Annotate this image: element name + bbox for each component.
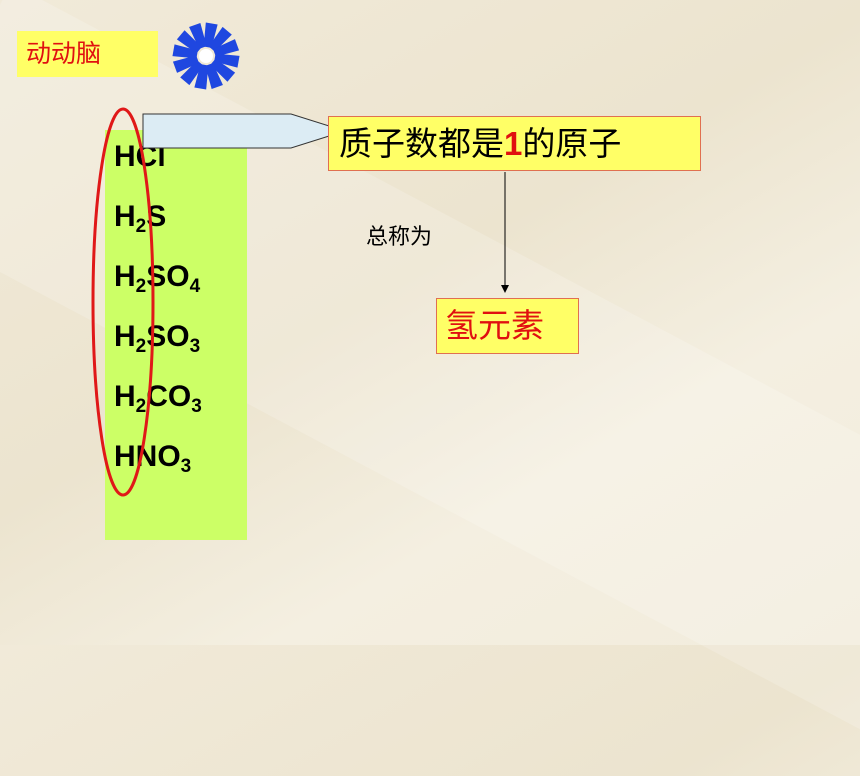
spinner-blade xyxy=(210,58,236,82)
formula-subscript: 2 xyxy=(135,276,147,297)
definition-suffix: 的原子 xyxy=(522,125,622,162)
result-box: 氢元素 xyxy=(436,298,579,354)
formula-h2co3: H2CO3 xyxy=(114,380,202,417)
called-label: 总称为 xyxy=(366,224,433,249)
definition-number: 1 xyxy=(504,125,523,162)
formula-part: H xyxy=(114,320,136,353)
formula-h2so3: H2SO3 xyxy=(114,320,201,357)
formula-subscript: 3 xyxy=(180,456,192,477)
spinner-blade xyxy=(213,39,240,57)
formula-subscript: 3 xyxy=(189,336,201,357)
formula-text: HCl xyxy=(114,140,166,173)
formula-h2s: H2S xyxy=(114,200,167,237)
formula-part: SO xyxy=(146,260,190,293)
definition-prefix: 质子数都是 xyxy=(339,125,504,162)
spinner-blade xyxy=(172,44,198,59)
definition-box: 质子数都是1的原子 xyxy=(328,116,701,171)
formula-hno3: HNO3 xyxy=(114,440,192,477)
formula-h2so4: H2SO4 xyxy=(114,260,201,297)
spinner-blade xyxy=(176,30,202,54)
formula-part: H xyxy=(114,200,136,233)
title-badge: 动动脑 xyxy=(17,31,158,77)
spinner-blade xyxy=(180,60,204,86)
formula-subscript: 2 xyxy=(135,216,147,237)
spinner-blade xyxy=(203,22,218,48)
formula-subscript: 3 xyxy=(191,396,202,417)
formula-part: S xyxy=(146,200,167,233)
spinner-icon xyxy=(172,22,240,90)
spinner-blade xyxy=(194,64,209,90)
formula-subscript: 4 xyxy=(189,276,201,297)
formula-part: CO xyxy=(146,380,192,413)
formula-part: SO xyxy=(146,320,190,353)
formula-part: H xyxy=(114,260,136,293)
formula-hcl: HCl xyxy=(114,140,166,174)
spinner-blade xyxy=(189,22,207,49)
formula-subscript: 2 xyxy=(135,396,147,417)
spinner-blade xyxy=(208,26,232,52)
formula-part: H xyxy=(114,380,136,413)
formula-part: HNO xyxy=(114,440,181,473)
spinner-blade xyxy=(214,53,240,68)
spinner-blade xyxy=(172,55,199,73)
spinner-blade xyxy=(205,63,223,90)
formula-subscript: 2 xyxy=(135,336,147,357)
